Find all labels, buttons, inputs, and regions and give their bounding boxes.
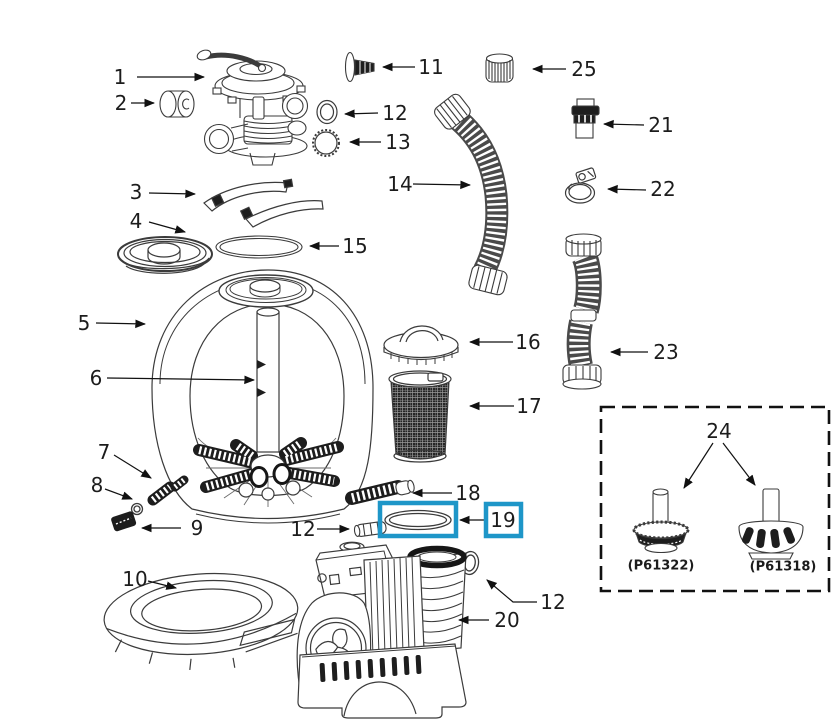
leader-lines [95, 62, 648, 625]
part-18-lateral-arm [345, 479, 415, 505]
callout-12-top: 12 [382, 101, 408, 125]
callout-2: 2 [114, 91, 128, 115]
part-4-tank-lid [117, 236, 213, 274]
part-7-lateral-plugs [147, 475, 189, 506]
part-11-drain-plug [344, 51, 375, 83]
inset-box-24 [599, 405, 831, 593]
callout-16: 16 [515, 330, 541, 354]
part-1-multiport-valve [196, 49, 309, 166]
part-10-base-ring [103, 572, 299, 670]
callout-9: 9 [190, 516, 204, 540]
callout-8: 8 [90, 473, 104, 497]
part-15-oring [215, 235, 303, 259]
part-3-clamp [203, 178, 324, 228]
callout-22: 22 [650, 177, 676, 201]
part-19-oring [384, 509, 452, 531]
part-25-cap [485, 53, 514, 83]
callout-7: 7 [97, 440, 111, 464]
callout-19[interactable]: 19 [490, 508, 516, 532]
part-17-strainer-basket [388, 370, 452, 463]
callout-6: 6 [89, 366, 103, 390]
part-20-pump [296, 541, 467, 719]
callout-12-bottom: 12 [540, 590, 566, 614]
callout-24: 24 [706, 419, 732, 443]
callout-11: 11 [418, 55, 444, 79]
callout-25: 25 [571, 57, 597, 81]
part-24-variant-p61318 [738, 488, 804, 560]
callout-1: 1 [113, 65, 127, 89]
callout-5: 5 [77, 311, 91, 335]
callout-15: 15 [342, 234, 368, 258]
part-22-hose-clamp [564, 167, 597, 204]
part-2-plug [159, 90, 195, 118]
callout-23: 23 [653, 340, 679, 364]
part-23-hose [562, 233, 602, 390]
callout-10: 10 [122, 567, 148, 591]
part-9-drain-cap [111, 511, 137, 532]
callout-20: 20 [494, 608, 520, 632]
tank-laterals [193, 437, 344, 501]
part-5-tank [151, 269, 374, 524]
highlight-box-part[interactable] [377, 500, 459, 539]
callout-13: 13 [385, 130, 411, 154]
part-21-hose-adapter [571, 98, 600, 139]
part-12-oring-top [316, 99, 338, 125]
callout-17: 17 [516, 394, 542, 418]
callout-14: 14 [387, 172, 413, 196]
part-code-p61322: (P61322) [627, 558, 695, 574]
part-24-variant-p61322 [632, 488, 690, 554]
part-6-standpipe [249, 307, 288, 463]
callout-4: 4 [129, 209, 143, 233]
part-8-small-oring [130, 502, 144, 516]
part-16-strainer-lid [383, 325, 459, 365]
callout-18: 18 [455, 481, 481, 505]
callout-21: 21 [648, 113, 674, 137]
callout-3: 3 [129, 180, 143, 204]
callout-12-mid: 12 [290, 517, 316, 541]
highlight-part-19[interactable] [377, 500, 524, 539]
highlight-box-label[interactable] [483, 501, 524, 539]
part-13-lock-ring [312, 129, 340, 157]
part-code-p61318: (P61318) [749, 559, 817, 575]
part-14-hose [434, 93, 509, 296]
